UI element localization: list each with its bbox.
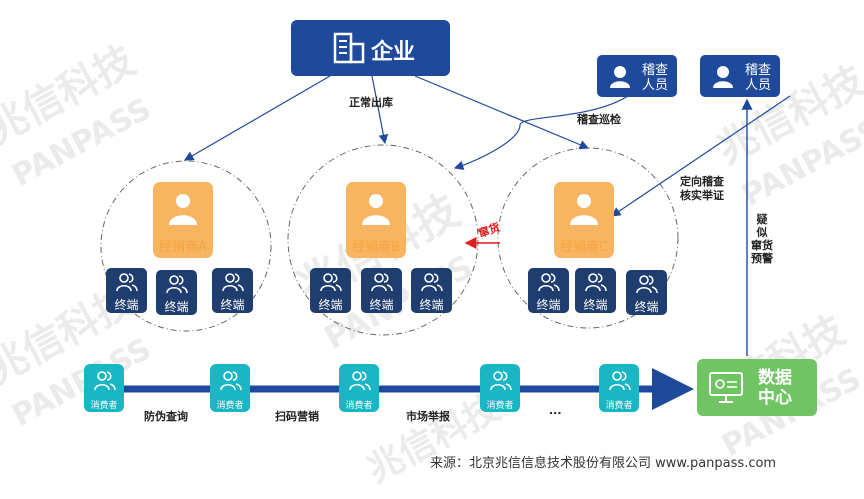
- terminal-box: 终端: [411, 268, 452, 313]
- terminal-box: 终端: [156, 270, 197, 315]
- terminal-box: 终端: [106, 268, 147, 313]
- terminal-label: 终端: [369, 298, 394, 312]
- enterprise-box: 企业: [291, 20, 450, 76]
- consumer-box: 消费者: [480, 364, 520, 412]
- targeted-label-2: 核实举证: [680, 189, 724, 202]
- anti-counterfeit-label: 防伪查询: [144, 410, 188, 423]
- source-caption: 来源：北京兆信信息技术股份有限公司 www.panpass.com: [430, 456, 777, 471]
- users-icon: [421, 273, 443, 292]
- targeted-arrow: [611, 95, 791, 217]
- dealer-b-box: [346, 182, 406, 258]
- users-icon: [490, 371, 512, 391]
- data-center-line1: 数据: [758, 368, 792, 388]
- person-icon: [570, 194, 598, 225]
- users-icon: [94, 371, 116, 391]
- terminal-label: 终端: [583, 298, 608, 312]
- scan-marketing-label: 扫码营销: [275, 410, 319, 423]
- dealer-a-label: 经销商A: [159, 240, 207, 255]
- patrol-label: 稽查巡检: [577, 113, 621, 126]
- users-icon: [116, 273, 138, 292]
- dealer-c-label: 经销商C: [559, 240, 609, 255]
- arrow-to-dealer-c: [414, 75, 590, 150]
- inspector-label-line2: 人员: [744, 78, 771, 93]
- consumer-label: 消费者: [486, 401, 514, 411]
- person-icon: [169, 194, 197, 225]
- users-icon: [636, 275, 658, 294]
- consumer-label: 消费者: [605, 401, 633, 411]
- terminal-box: 终端: [626, 270, 667, 315]
- terminal-label: 终端: [114, 298, 139, 312]
- consumer-box: 消费者: [599, 364, 639, 412]
- inspector-box: 稽查人员: [597, 55, 677, 97]
- inspector-box: 稽查人员: [700, 55, 780, 97]
- enterprise-label: 企业: [371, 40, 416, 65]
- data-center-box: 数据中心: [697, 359, 817, 416]
- users-icon: [371, 273, 393, 292]
- terminal-label: 终端: [220, 298, 245, 312]
- data-center-line2: 中心: [758, 388, 792, 408]
- person-icon: [362, 194, 390, 225]
- terminal-label: 终端: [536, 298, 561, 312]
- inspector-icon: [610, 66, 630, 88]
- terminal-box: 终端: [310, 268, 351, 313]
- terminal-box: 终端: [361, 268, 402, 313]
- inspector-label-line1: 稽查: [744, 63, 771, 78]
- dealer-b-circle: [287, 144, 479, 336]
- terminal-label: 终端: [634, 300, 659, 314]
- users-icon: [538, 273, 560, 292]
- consumer-label: 消费者: [216, 401, 244, 411]
- terminal-box: 终端: [575, 268, 616, 313]
- users-icon: [320, 273, 342, 292]
- consumer-label: 消费者: [345, 401, 373, 411]
- inspector-label-line1: 稽查: [641, 63, 668, 78]
- terminal-box: 终端: [528, 268, 569, 313]
- consumer-box: 消费者: [339, 364, 379, 412]
- patrol-arrow: [453, 95, 629, 171]
- terminal-label: 终端: [419, 298, 444, 312]
- terminal-label: 终端: [164, 300, 189, 314]
- monitor-icon: [709, 372, 743, 403]
- users-icon: [609, 371, 631, 391]
- users-icon: [585, 273, 607, 292]
- building-icon: [333, 32, 365, 64]
- dealer-c-box: [554, 182, 614, 258]
- market-report-label: 市场举报: [406, 410, 450, 423]
- dealer-c-circle: [497, 147, 679, 329]
- users-icon: [220, 371, 242, 391]
- dealer-a-box: [153, 182, 213, 258]
- arrow-to-dealer-b: [371, 75, 389, 145]
- dealer-b-label: 经销商B: [352, 240, 400, 255]
- consumer-box: 消费者: [84, 364, 124, 412]
- users-icon: [222, 273, 244, 292]
- terminal-box: 终端: [212, 268, 253, 313]
- users-icon: [349, 371, 371, 391]
- terminal-label: 终端: [318, 298, 343, 312]
- users-icon: [166, 275, 188, 294]
- dealer-a-circle: [100, 160, 272, 332]
- consumer-label: 消费者: [90, 401, 118, 411]
- ellipsis-label: ...: [549, 404, 562, 417]
- arrow-to-dealer-a: [183, 75, 331, 161]
- inspector-icon: [713, 66, 733, 88]
- suspected-alert-label: 疑 似 窜货 预警: [751, 213, 773, 265]
- consumer-box: 消费者: [210, 364, 250, 412]
- normal-out-label: 正常出库: [349, 96, 393, 109]
- targeted-label-1: 定向稽查: [680, 175, 724, 188]
- inspector-label-line2: 人员: [641, 78, 668, 93]
